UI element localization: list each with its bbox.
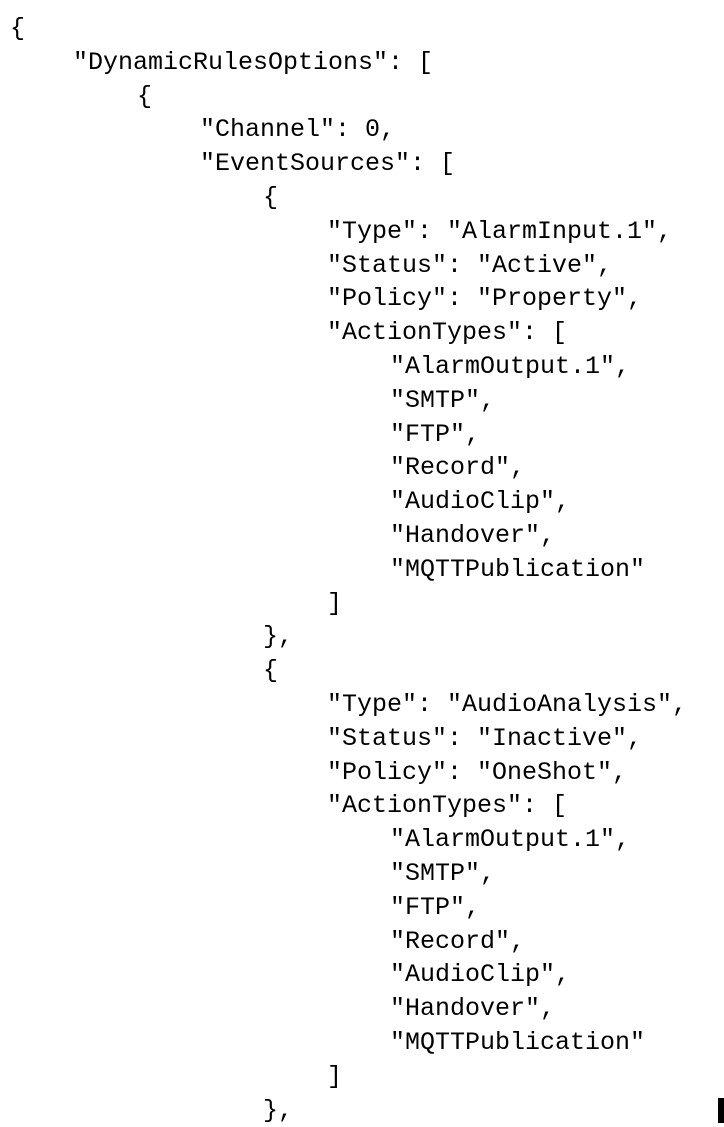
json-code-view: { "DynamicRulesOptions": [ { "Channel": …: [0, 12, 724, 1127]
code-line: "AudioClip",: [0, 958, 724, 992]
code-line: {: [0, 12, 724, 46]
code-line: },: [0, 1094, 724, 1127]
code-line: "DynamicRulesOptions": [: [0, 46, 724, 80]
code-line: "MQTTPublication": [0, 1026, 724, 1060]
code-line: "ActionTypes": [: [0, 789, 724, 823]
code-line: ]: [0, 587, 724, 621]
code-line: {: [0, 654, 724, 688]
code-line: ]: [0, 1060, 724, 1094]
code-line: "Handover",: [0, 992, 724, 1026]
code-line: "Status": "Active",: [0, 249, 724, 283]
code-line: "EventSources": [: [0, 147, 724, 181]
code-line: {: [0, 181, 724, 215]
code-line: "MQTTPublication": [0, 553, 724, 587]
code-line: "SMTP",: [0, 857, 724, 891]
code-line: "Policy": "OneShot",: [0, 756, 724, 790]
code-line: "SMTP",: [0, 384, 724, 418]
code-line: "AudioClip",: [0, 485, 724, 519]
code-line: "Channel": 0,: [0, 113, 724, 147]
text-cursor: [718, 1098, 724, 1123]
code-line: {: [0, 80, 724, 114]
code-line: "Record",: [0, 925, 724, 959]
code-line: "Handover",: [0, 519, 724, 553]
code-line: "AlarmOutput.1",: [0, 823, 724, 857]
code-line: "Type": "AudioAnalysis",: [0, 688, 724, 722]
code-line: "Policy": "Property",: [0, 282, 724, 316]
code-line: "ActionTypes": [: [0, 316, 724, 350]
code-line: "Type": "AlarmInput.1",: [0, 215, 724, 249]
code-line: "FTP",: [0, 418, 724, 452]
code-line: "Status": "Inactive",: [0, 722, 724, 756]
code-line: "Record",: [0, 451, 724, 485]
code-line: },: [0, 620, 724, 654]
code-line: "AlarmOutput.1",: [0, 350, 724, 384]
code-line: "FTP",: [0, 891, 724, 925]
